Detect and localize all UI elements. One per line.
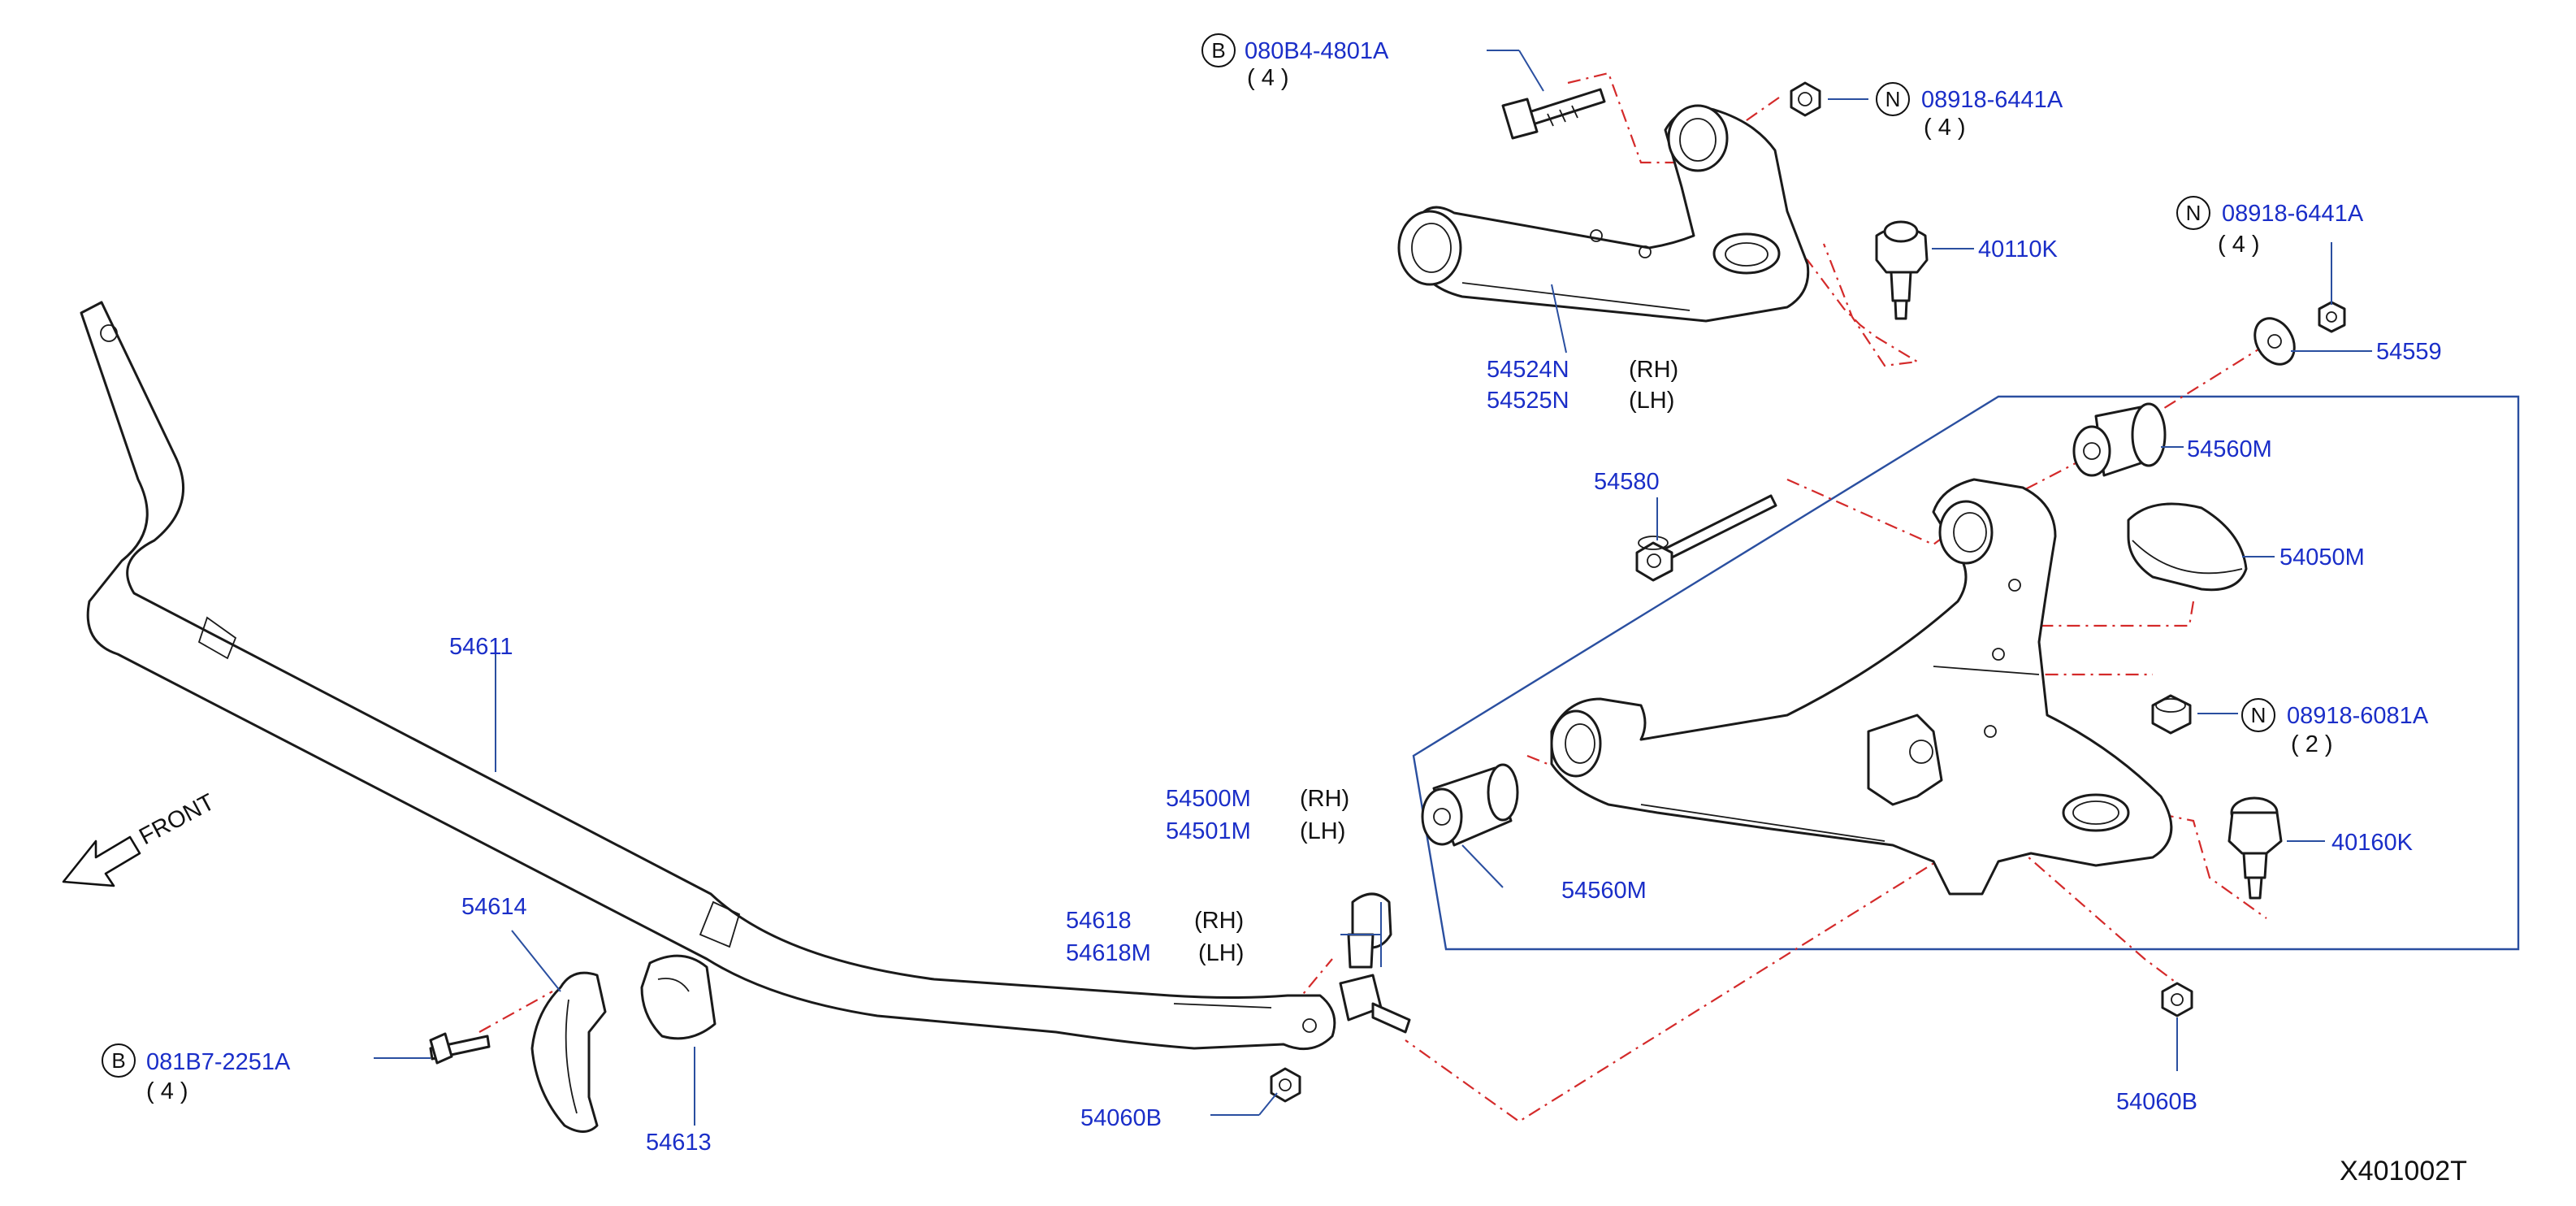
label-08918-6441A-upper: 08918-6441A [1921, 87, 2063, 113]
rear-bushing [2072, 402, 2167, 477]
stabilizer-bar [80, 301, 1336, 1051]
bolt-symbol-upper [1201, 33, 1236, 67]
nut-symbol-lower-text: N [2251, 703, 2266, 727]
label-54560M-front: 54560M [1561, 878, 1647, 904]
label-54560M-rear: 54560M [2187, 436, 2272, 462]
side-54524N: (RH) [1629, 357, 1678, 383]
label-40160K: 40160K [2331, 830, 2414, 856]
cover-54050M [2127, 502, 2248, 592]
lower-arm-group-box [1412, 395, 2520, 951]
label-54524N: 54524N [1487, 357, 1569, 383]
label-40110K: 40110K [1978, 236, 2058, 262]
upper-ball-joint [1875, 220, 1929, 320]
qty-080B4-4801A: ( 4 ) [1247, 65, 1289, 91]
nut-symbol-lower [2241, 698, 2275, 732]
label-54613: 54613 [646, 1130, 712, 1156]
upper-arm-bolt [1501, 88, 1606, 140]
link-nut [1270, 1067, 1301, 1103]
label-54614: 54614 [461, 894, 527, 920]
label-080B4-4801A: 080B4-4801A [1245, 38, 1389, 64]
lower-arm-mount-nut [2161, 982, 2193, 1017]
label-081B7-2251A: 081B7-2251A [146, 1049, 291, 1075]
label-54618: 54618 [1066, 908, 1132, 934]
clamp-bolt [429, 1032, 491, 1065]
nut-54559-group [2318, 301, 2346, 333]
front-arrow-icon [62, 835, 141, 887]
label-08918-6441A-right: 08918-6441A [2222, 201, 2364, 227]
nut-symbol-upper-text: N [1885, 87, 1901, 111]
side-54618: (RH) [1194, 908, 1244, 934]
washer-54559 [2253, 317, 2296, 366]
leader-lines [374, 50, 2372, 1126]
lower-ball-joint [2227, 796, 2283, 900]
label-54060B-arm: 54060B [2116, 1089, 2197, 1115]
bolt-symbol-upper-text: B [1211, 38, 1225, 63]
side-54501M: (LH) [1300, 818, 1345, 844]
label-54501M: 54501M [1166, 818, 1251, 844]
stabilizer-link [1339, 892, 1411, 1034]
front-bushing [1421, 763, 1519, 847]
label-54618M: 54618M [1066, 940, 1151, 966]
nut-symbol-right-text: N [2186, 201, 2202, 225]
nut-symbol-upper [1876, 82, 1910, 116]
lower-control-arm [1550, 478, 2173, 896]
clamp-54614 [530, 971, 607, 1133]
part-labels: 080B4-4801A ( 4 ) 08918-6441A ( 4 ) 0891… [146, 38, 2467, 1186]
label-54580: 54580 [1594, 469, 1660, 495]
front-arrow: FRONT [62, 789, 219, 887]
diagram-code: X401002T [2340, 1156, 2467, 1186]
side-54500M: (RH) [1300, 786, 1349, 812]
bolt-symbol-clamp [102, 1043, 136, 1078]
label-54525N: 54525N [1487, 388, 1569, 414]
upper-control-arm [1397, 104, 1810, 323]
nut-symbol-right [2176, 196, 2210, 230]
upper-arm-nut [1790, 81, 1821, 117]
qty-08918-6081A: ( 2 ) [2291, 731, 2333, 757]
label-54611: 54611 [449, 634, 513, 660]
qty-081B7-2251A: ( 4 ) [146, 1078, 188, 1104]
label-54500M: 54500M [1166, 786, 1251, 812]
label-54050M: 54050M [2279, 544, 2365, 570]
label-54060B-link: 54060B [1080, 1105, 1162, 1131]
front-label: FRONT [135, 789, 219, 850]
callout-symbols: B N N N B [102, 33, 2275, 1078]
qty-08918-6441A-right: ( 4 ) [2218, 232, 2260, 258]
qty-08918-6441A-upper: ( 4 ) [1924, 115, 1966, 141]
label-54559: 54559 [2376, 339, 2442, 365]
bushing-54613 [640, 954, 717, 1040]
bolt-symbol-clamp-text: B [111, 1048, 125, 1073]
side-54618M: (LH) [1198, 940, 1244, 966]
label-08918-6081A: 08918-6081A [2287, 703, 2429, 729]
side-54525N: (LH) [1629, 388, 1674, 414]
lower-arm-nut [2151, 694, 2192, 735]
long-bolt-54580 [1635, 494, 1777, 582]
